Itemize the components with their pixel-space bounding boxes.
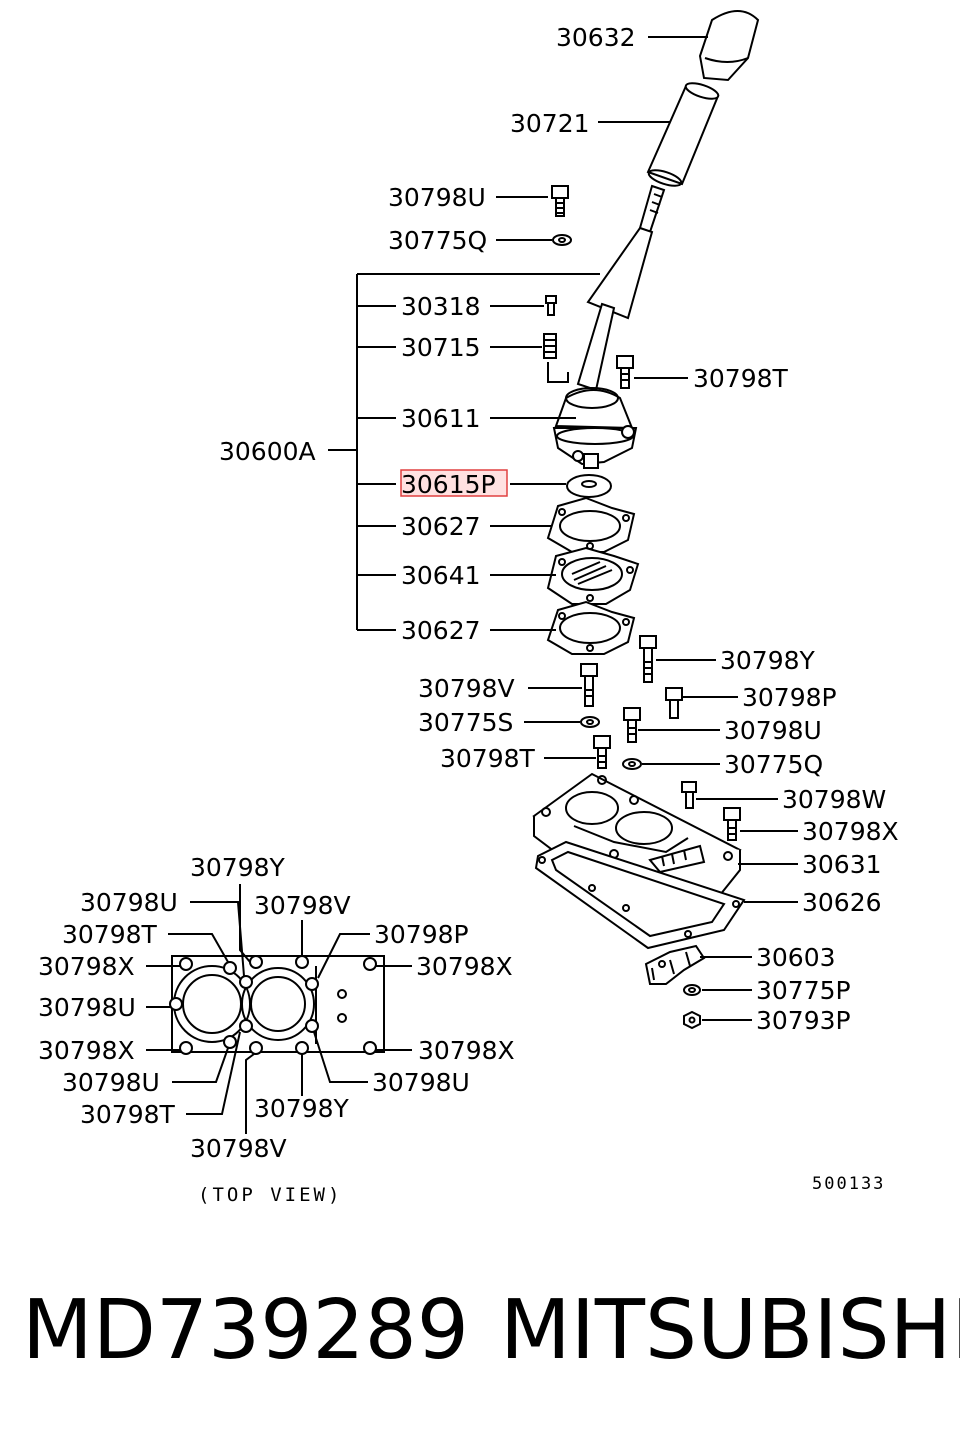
- brand-name: MITSUBISHI: [500, 1283, 960, 1378]
- bolt-30798T: [616, 355, 634, 389]
- tv-label-30798X-2: 30798X: [38, 1036, 135, 1065]
- top-view-plate: [169, 955, 385, 1055]
- shift-boot-30721: [646, 82, 720, 187]
- label-30615P[interactable]: 30615P: [401, 470, 496, 499]
- leader-lines: [146, 36, 798, 1134]
- gasket-30627-lower: [546, 600, 636, 655]
- plate-30641: [546, 546, 640, 605]
- tv-label-30798Y-top: 30798Y: [190, 853, 286, 882]
- tv-label-30798U-r: 30798U: [372, 1068, 470, 1097]
- bolt-30798P: [665, 687, 683, 719]
- label-30798U: 30798U: [388, 183, 486, 212]
- highlight-box: [400, 469, 508, 497]
- part-number: MD739289: [22, 1283, 469, 1378]
- label-30318: 30318: [401, 292, 481, 321]
- bolt-30798W: [681, 781, 697, 809]
- tv-label-30798T-1: 30798T: [62, 920, 158, 949]
- label-30775P: 30775P: [756, 976, 851, 1005]
- label-30715: 30715: [401, 333, 481, 362]
- gasket-30627: [546, 496, 636, 553]
- tv-label-30798U-3: 30798U: [62, 1068, 160, 1097]
- label-30627-lower: 30627: [401, 616, 481, 645]
- bolt-30798Y: [639, 635, 657, 683]
- shift-lever: [576, 184, 666, 392]
- tv-label-30798V-bot: 30798V: [190, 1134, 287, 1163]
- label-30775Q: 30775Q: [388, 226, 487, 255]
- shift-knob-30632: [698, 10, 760, 82]
- label-30798P: 30798P: [742, 683, 837, 712]
- tv-label-30798U-1: 30798U: [80, 888, 178, 917]
- label-30631: 30631: [802, 850, 882, 879]
- tv-label-30798U-2: 30798U: [38, 993, 136, 1022]
- label-30798T-lower: 30798T: [440, 744, 536, 773]
- gasket-30626: [534, 840, 746, 950]
- washer-30775Q-lower: [622, 758, 642, 770]
- bolt-30798U: [551, 185, 569, 217]
- washer-30775Q: [552, 234, 572, 246]
- nut-30793P: [683, 1010, 701, 1030]
- tv-label-30798X-1: 30798X: [38, 952, 135, 981]
- tv-label-30798X-r1: 30798X: [416, 952, 513, 981]
- bolt-30798T-lower: [593, 735, 611, 769]
- label-30793P: 30793P: [756, 1006, 851, 1035]
- spring-30715: [543, 333, 569, 383]
- bracket-30603: [644, 944, 706, 985]
- label-30798U-lower: 30798U: [724, 716, 822, 745]
- lever-housing-30611: [552, 387, 638, 469]
- label-30603: 30603: [756, 943, 836, 972]
- label-30798Y: 30798Y: [720, 646, 816, 675]
- washer-30775P: [683, 984, 701, 996]
- label-30611: 30611: [401, 404, 481, 433]
- bolt-30798V: [580, 663, 598, 707]
- top-view-labels: 30798Y 30798U 30798V 30798T 30798P 30798…: [38, 853, 885, 1206]
- label-30798X: 30798X: [802, 817, 899, 846]
- label-30627: 30627: [401, 512, 481, 541]
- tv-label-30798P: 30798P: [374, 920, 469, 949]
- label-30775Q-lower: 30775Q: [724, 750, 823, 779]
- washer-30775S: [580, 716, 600, 728]
- washer-30615P: [566, 474, 612, 498]
- diagram-code: 500133: [812, 1174, 885, 1194]
- tv-label-30798V-top: 30798V: [254, 891, 351, 920]
- tv-label-30798T-2: 30798T: [80, 1100, 176, 1129]
- label-30798T: 30798T: [693, 364, 789, 393]
- bolt-30798X: [723, 807, 741, 841]
- label-30721: 30721: [510, 109, 590, 138]
- callout-labels: 30632 30721 30798U 30775Q 30318 30715 30…: [219, 23, 899, 1035]
- top-view-caption: (TOP VIEW): [198, 1184, 342, 1206]
- label-30626: 30626: [802, 888, 882, 917]
- label-30775S: 30775S: [418, 708, 513, 737]
- bolt-30798U-lower: [623, 707, 641, 743]
- label-30632: 30632: [556, 23, 636, 52]
- pin-30318: [545, 295, 557, 316]
- label-30600A: 30600A: [219, 437, 316, 466]
- tv-label-30798X-r2: 30798X: [418, 1036, 515, 1065]
- tv-label-30798Y-bot: 30798Y: [254, 1094, 350, 1123]
- label-30798V: 30798V: [418, 674, 515, 703]
- label-30798W: 30798W: [782, 785, 886, 814]
- label-30641: 30641: [401, 561, 481, 590]
